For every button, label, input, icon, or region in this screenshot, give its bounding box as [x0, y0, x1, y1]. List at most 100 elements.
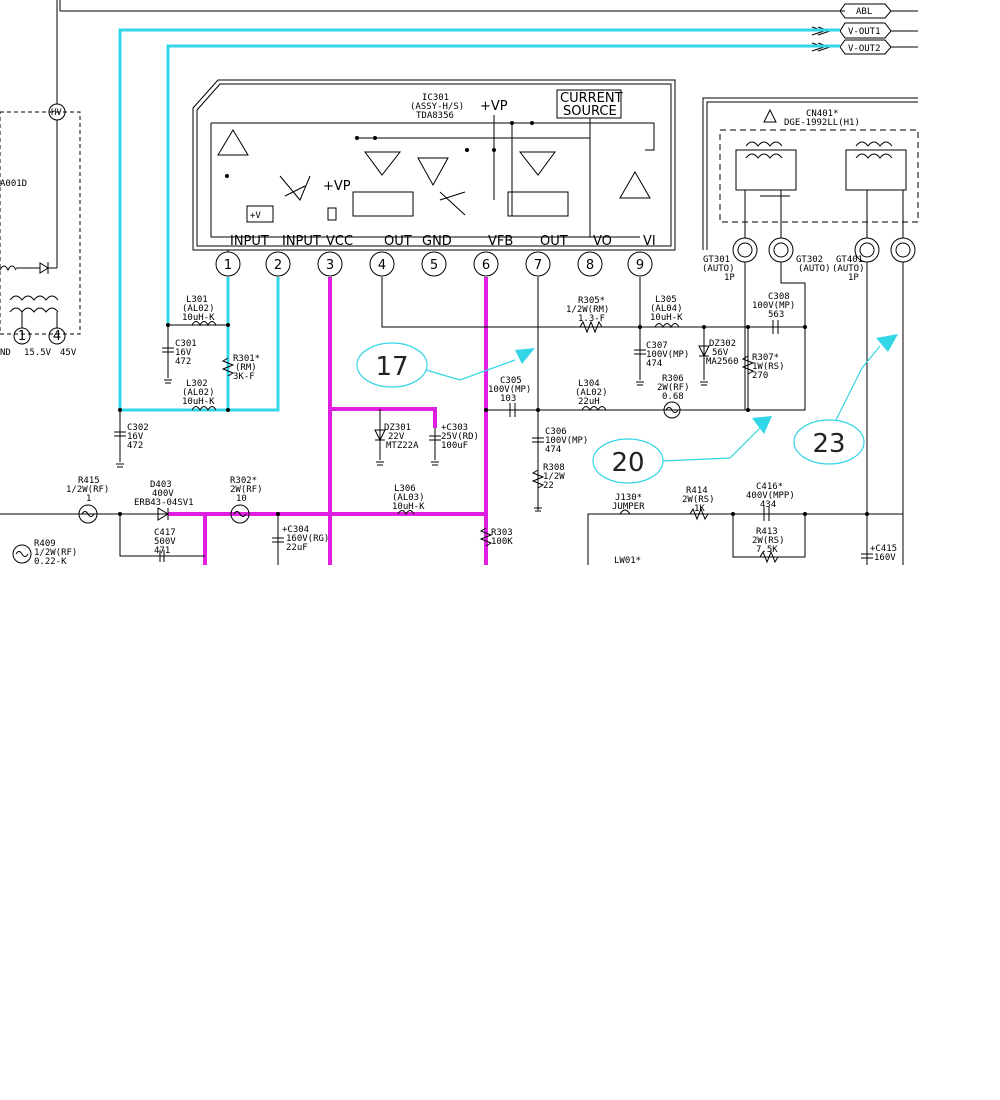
gt-label: (AUTO) [798, 264, 831, 274]
pin-circle [473, 251, 499, 277]
pin-label: INPUT [230, 234, 269, 249]
voltage-label: 15.5V [24, 348, 52, 358]
c303-capacitor [429, 435, 441, 441]
pin-circle [369, 251, 395, 277]
c302-capacitor [114, 431, 126, 437]
callout-23 [793, 419, 865, 465]
ground-symbol [164, 379, 172, 384]
callout-label: 20 [611, 448, 644, 478]
lower-right-network: J130* JUMPER R414 2W(RS) 1K C416* 400V(M… [587, 482, 903, 566]
amplifier-symbol [364, 151, 402, 176]
part-label: (AL04) [650, 304, 683, 314]
part-label: L305 [655, 295, 677, 305]
pin-circle [525, 251, 551, 277]
abl-connector [839, 3, 892, 19]
c417-capacitor [159, 550, 165, 562]
part-label: 10 [236, 494, 247, 504]
part-label: 7.5K [756, 545, 778, 555]
callout-17 [356, 342, 428, 388]
dz302-zener [698, 345, 710, 358]
amplifier-symbol [619, 170, 651, 199]
part-label: 103 [500, 394, 516, 404]
cn401-frame [702, 97, 918, 250]
current-source-box [556, 89, 622, 119]
part-label: A001D [0, 179, 27, 189]
part-label: 10uH-K [182, 397, 215, 407]
r307-resistor [741, 355, 755, 375]
part-label: (AL02) [182, 304, 215, 314]
part-label: 0.68 [662, 392, 684, 402]
left-stub: HV A001D 1 4 ND 15.5V 45V [0, 0, 81, 358]
ic-part: TDA8356 [416, 111, 454, 121]
part-label: DZ301 [384, 423, 411, 433]
r413-resistor [759, 550, 779, 564]
callout-arrow-icon [876, 334, 898, 352]
part-label: 100V(MP) [545, 436, 588, 446]
c308-capacitor [772, 320, 779, 334]
part-label: 474 [646, 359, 662, 369]
callout-arrow-icon [515, 348, 535, 364]
part-label: L302 [186, 379, 208, 389]
warning-icon [763, 108, 777, 123]
cn401-part: DGE-1992LL(H1) [784, 118, 860, 128]
magenta-traces [168, 277, 488, 565]
part-label: +C304 [282, 525, 309, 535]
pin-label: VI [643, 234, 656, 249]
part-label: R302* [230, 476, 257, 486]
hv-label: HV [51, 108, 62, 118]
part-label: 474 [545, 445, 561, 455]
amplifier-symbol [217, 129, 249, 156]
part-label: C305 [500, 376, 522, 386]
current-source-label: CURRENT [560, 91, 623, 106]
gt-label: 1P [724, 273, 735, 283]
l301-inductor [191, 321, 217, 327]
part-label: 472 [175, 357, 191, 367]
pin-label: INPUT [282, 234, 321, 249]
c301-capacitor [162, 347, 174, 353]
pin-circle [265, 251, 291, 277]
pin-4-label: 4 [53, 329, 61, 344]
part-label: 160V(RG) [286, 534, 329, 544]
part-label: 563 [768, 310, 784, 320]
ground-symbol [534, 507, 542, 512]
ic-assy: (ASSY-H/S) [410, 102, 464, 112]
current-source-label: SOURCE [563, 104, 617, 119]
part-label: 500V [154, 537, 176, 547]
part-label: 2W(RS) [682, 495, 715, 505]
voltage-label: 45V [60, 348, 77, 358]
coil-symbol [845, 141, 907, 191]
callouts: 17 20 23 [356, 334, 898, 484]
part-label: 16V [175, 348, 192, 358]
part-label: L304 [578, 379, 600, 389]
pin-number: 4 [378, 258, 386, 273]
callout-arrow-icon [752, 416, 772, 434]
part-label: +C415 [870, 544, 897, 554]
part-label: R306 [662, 374, 684, 384]
pin-label: OUT [540, 234, 568, 249]
r415-fusible-resistor [78, 504, 98, 524]
part-label: L301 [186, 295, 208, 305]
cn401-ref: CN401* [806, 109, 839, 119]
nd-label: ND [0, 348, 11, 358]
part-label: 10uH-K [182, 313, 215, 323]
transistor-symbol [439, 191, 466, 216]
l302-inductor [191, 406, 217, 412]
cn401-block: CN401* DGE-1992LL(H1) GT301 (AUTO) 1P GT… [702, 97, 919, 565]
part-label: 22uH [578, 397, 600, 407]
r305-resistor [579, 320, 603, 334]
vp-label: +VP [323, 179, 351, 194]
part-label: 25V(RD) [441, 432, 479, 442]
part-label: 100K [491, 537, 513, 547]
part-label: 1.3-F [578, 314, 605, 324]
ic-ref: IC301 [422, 93, 449, 103]
c415-capacitor [861, 553, 873, 559]
part-label: JUMPER [612, 502, 645, 512]
part-label: 1/2W [543, 472, 565, 482]
part-label: (AL02) [182, 388, 215, 398]
amplifier-symbol [417, 157, 449, 187]
diode-symbol [0, 262, 57, 274]
pin-number: 7 [534, 258, 542, 273]
ic-pins: 1 2 3 4 5 6 7 8 9 [215, 250, 653, 277]
part-label: 472 [127, 441, 143, 451]
